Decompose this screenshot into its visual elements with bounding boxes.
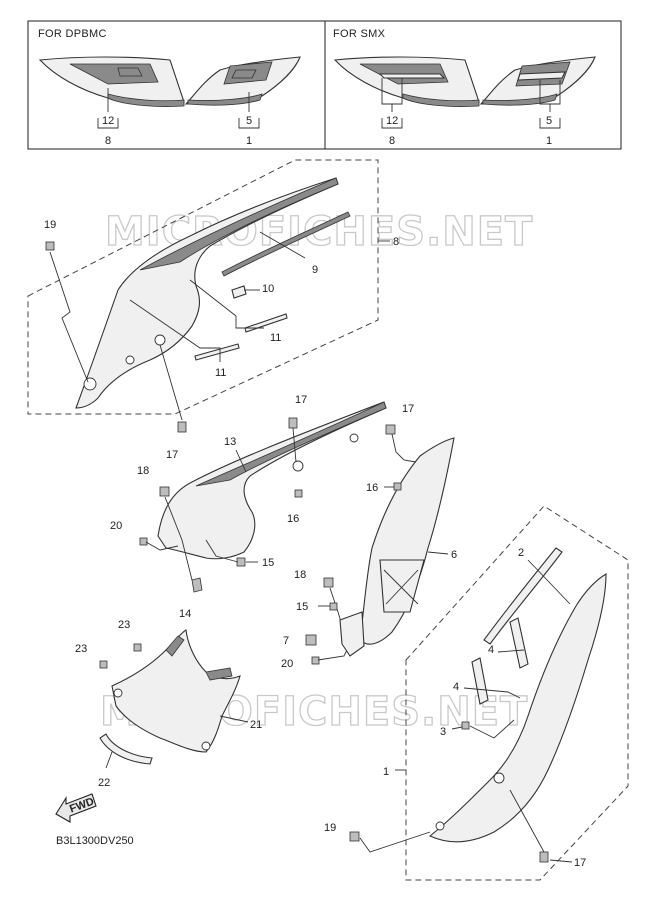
callout-23-a: 23 xyxy=(118,619,130,631)
variant-title-smx: FOR SMX xyxy=(333,28,386,40)
side-cover-upper-left xyxy=(75,177,339,409)
strip-22 xyxy=(99,733,153,765)
nut-16-a xyxy=(294,489,303,498)
callout-11-b: 11 xyxy=(215,367,226,379)
lower-cover-21 xyxy=(111,629,241,753)
callout-19-lower: 19 xyxy=(324,822,336,834)
callout-17-a: 17 xyxy=(166,449,178,461)
clip-3 xyxy=(461,719,515,739)
side-cover-lower-right xyxy=(428,573,607,843)
strip-11-a xyxy=(244,313,288,333)
nut-16-b xyxy=(393,482,402,491)
stripe-9 xyxy=(221,211,351,277)
clip-23-b xyxy=(99,660,108,669)
callout-22: 22 xyxy=(98,777,110,789)
callout-5-smx: 5 xyxy=(546,115,552,127)
callout-17-c: 17 xyxy=(402,403,414,415)
decal-smx-right xyxy=(479,56,596,106)
callout-16-a: 16 xyxy=(287,513,299,525)
group-outline-8 xyxy=(27,159,379,415)
callout-12-dpbmc: 12 xyxy=(102,115,114,127)
clip-15-a xyxy=(205,539,246,567)
callout-7: 7 xyxy=(283,635,289,647)
bolt-19-upper xyxy=(45,241,89,383)
clip-23-a xyxy=(133,643,142,652)
callout-8: 8 xyxy=(393,236,399,248)
fwd-arrow-icon: FWD xyxy=(55,793,97,823)
clip-20-a xyxy=(139,537,179,551)
callout-1-dpbmc: 1 xyxy=(246,135,252,147)
bracket-mid xyxy=(339,611,365,657)
callout-19-upper: 19 xyxy=(44,219,56,231)
variant-title-dpbmc: FOR DPBMC xyxy=(38,28,107,40)
callout-20-b: 20 xyxy=(281,658,293,670)
strip-4-b xyxy=(471,657,489,705)
group-outline-1 xyxy=(405,505,629,881)
callout-17-b: 17 xyxy=(295,394,307,406)
bolt-19-lower xyxy=(349,831,431,853)
callout-4-b: 4 xyxy=(453,681,459,693)
strip-2 xyxy=(483,547,563,645)
strip-4-a xyxy=(509,617,529,669)
clip-14 xyxy=(191,577,203,593)
callout-21: 21 xyxy=(250,719,262,731)
bolt-17-a xyxy=(159,344,187,433)
decal-smx-left xyxy=(333,56,480,107)
callout-20-a: 20 xyxy=(110,520,122,532)
diagram-code: B3L1300DV250 xyxy=(56,835,134,847)
callout-10: 10 xyxy=(262,283,274,295)
callout-11-a: 11 xyxy=(270,332,281,344)
air-duct-6 xyxy=(359,437,455,645)
callout-15-b: 15 xyxy=(296,601,308,613)
callout-14: 14 xyxy=(179,608,191,620)
callout-16-b: 16 xyxy=(366,482,378,494)
callout-4-a: 4 xyxy=(488,644,494,656)
callout-13: 13 xyxy=(224,436,236,448)
callout-9: 9 xyxy=(312,264,318,276)
callout-1: 1 xyxy=(383,766,389,778)
callout-2: 2 xyxy=(518,547,524,559)
callout-1-smx: 1 xyxy=(546,135,552,147)
clip-10 xyxy=(231,285,247,299)
grommet-7 xyxy=(305,634,317,646)
clip-17-b xyxy=(288,417,298,463)
clip-17-d xyxy=(509,789,549,863)
inner-panel-13 xyxy=(157,401,387,560)
callout-18-b: 18 xyxy=(294,569,306,581)
fwd-label: FWD xyxy=(68,796,96,816)
callout-23-b: 23 xyxy=(75,643,87,655)
callout-12-smx: 12 xyxy=(386,115,398,127)
callout-8-smx: 8 xyxy=(389,135,395,147)
clip-17-c xyxy=(385,424,417,463)
callout-15-a: 15 xyxy=(262,557,274,569)
strip-11-b xyxy=(194,343,240,361)
callout-18-a: 18 xyxy=(137,465,149,477)
clip-15-b xyxy=(329,602,338,611)
callout-6: 6 xyxy=(451,549,457,561)
bolt-18-a xyxy=(159,486,193,581)
callout-5-dpbmc: 5 xyxy=(246,115,252,127)
callout-3: 3 xyxy=(440,726,446,738)
decal-dpbmc-right xyxy=(184,56,301,106)
callout-8-dpbmc: 8 xyxy=(105,135,111,147)
variant-header: FOR DPBMC FOR SMX xyxy=(27,20,622,150)
decal-dpbmc-left xyxy=(38,56,185,107)
callout-17-d: 17 xyxy=(574,857,586,869)
